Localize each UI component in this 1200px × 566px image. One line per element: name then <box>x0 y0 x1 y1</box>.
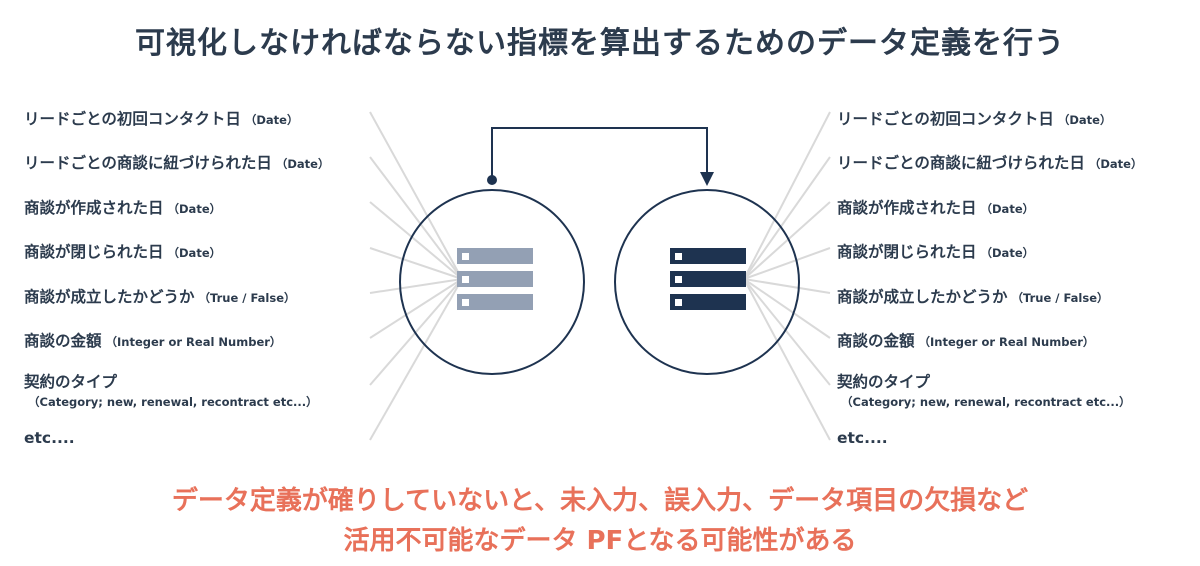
field-label: 商談が作成された日 <box>837 199 977 217</box>
transfer-arrow <box>487 127 714 186</box>
field-type: （Date） <box>1088 157 1143 171</box>
conclusion-line-2: 活用不可能なデータ PFとなる可能性がある <box>343 526 857 556</box>
page-title: 可視化しなければならない指標を算出するためのデータ定義を行う <box>135 26 1065 61</box>
field-label: etc.... <box>837 429 888 447</box>
field-type: （Date） <box>980 202 1035 216</box>
field-type: （Date） <box>980 246 1035 260</box>
field-label: 契約のタイプ <box>24 373 118 391</box>
left-field-item: 商談の金額（Integer or Real Number） <box>24 329 281 351</box>
connector-ray <box>743 278 831 294</box>
right-connector-rays <box>743 111 831 441</box>
server-stack-icon <box>670 248 746 310</box>
field-label: 商談が成立したかどうか <box>24 288 195 306</box>
field-type: （Date） <box>275 157 330 171</box>
field-type: （Date） <box>1057 113 1112 127</box>
field-label: 商談が成立したかどうか <box>837 288 1008 306</box>
left-field-item: 商談が閉じられた日（Date） <box>24 240 221 262</box>
field-label: リードごとの初回コンタクト日 <box>24 110 241 128</box>
left-field-item: 契約のタイプ （Category; new, renewal, recontrac… <box>24 370 318 410</box>
connector-ray <box>369 278 463 294</box>
left-field-item: リードごとの初回コンタクト日（Date） <box>24 107 298 129</box>
field-type: （Category; new, renewal, recontract etc.… <box>28 395 318 409</box>
right-field-item: etc.... <box>837 429 888 447</box>
connector-ray <box>369 156 463 280</box>
right-field-item: 商談が作成された日（Date） <box>837 196 1034 218</box>
connector-ray <box>369 247 463 280</box>
field-type: （Category; new, renewal, recontract etc.… <box>841 395 1131 409</box>
left-field-item: etc.... <box>24 429 75 447</box>
field-type: （Integer or Real Number） <box>918 335 1095 349</box>
right-database-circle <box>614 189 800 375</box>
field-type: （Date） <box>167 202 222 216</box>
connector-ray <box>743 201 831 280</box>
connector-ray <box>743 278 831 386</box>
field-type: （Integer or Real Number） <box>105 335 282 349</box>
field-label: 商談が閉じられた日 <box>837 243 977 261</box>
left-field-item: 商談が成立したかどうか（True / False） <box>24 285 296 307</box>
field-type: （Date） <box>167 246 222 260</box>
field-label: リードごとの初回コンタクト日 <box>837 110 1054 128</box>
left-field-item: 商談が作成された日（Date） <box>24 196 221 218</box>
field-type: （Date） <box>244 113 299 127</box>
field-label: 商談の金額 <box>24 332 102 350</box>
field-label: 商談が作成された日 <box>24 199 164 217</box>
connector-ray <box>743 278 831 339</box>
field-type: （True / False） <box>1011 291 1109 305</box>
connector-ray <box>369 278 463 386</box>
field-label: 契約のタイプ <box>837 373 931 391</box>
right-field-item: 商談が成立したかどうか（True / False） <box>837 285 1109 307</box>
right-field-item: 商談が閉じられた日（Date） <box>837 240 1034 262</box>
connector-ray <box>743 247 831 280</box>
connector-ray <box>743 156 831 280</box>
right-field-item: 商談の金額（Integer or Real Number） <box>837 329 1094 351</box>
field-label: リードごとの商談に紐づけられた日 <box>837 154 1085 172</box>
field-label: 商談が閉じられた日 <box>24 243 164 261</box>
connector-ray <box>743 278 831 441</box>
left-database-circle <box>399 189 585 375</box>
connector-ray <box>743 111 831 280</box>
conclusion-line-1: データ定義が確りしていないと、未入力、誤入力、データ項目の欠損など <box>171 486 1029 516</box>
connector-ray <box>369 201 463 280</box>
field-label: 商談の金額 <box>837 332 915 350</box>
connector-ray <box>369 278 463 441</box>
field-type: （True / False） <box>198 291 296 305</box>
connector-ray <box>369 278 463 339</box>
server-stack-icon <box>457 248 533 310</box>
field-label: etc.... <box>24 429 75 447</box>
left-field-item: リードごとの商談に紐づけられた日（Date） <box>24 151 329 173</box>
left-connector-rays <box>369 111 463 441</box>
connector-ray <box>369 111 463 280</box>
right-field-item: リードごとの初回コンタクト日（Date） <box>837 107 1111 129</box>
right-field-item: 契約のタイプ （Category; new, renewal, recontrac… <box>837 370 1131 410</box>
right-field-item: リードごとの商談に紐づけられた日（Date） <box>837 151 1142 173</box>
field-label: リードごとの商談に紐づけられた日 <box>24 154 272 172</box>
